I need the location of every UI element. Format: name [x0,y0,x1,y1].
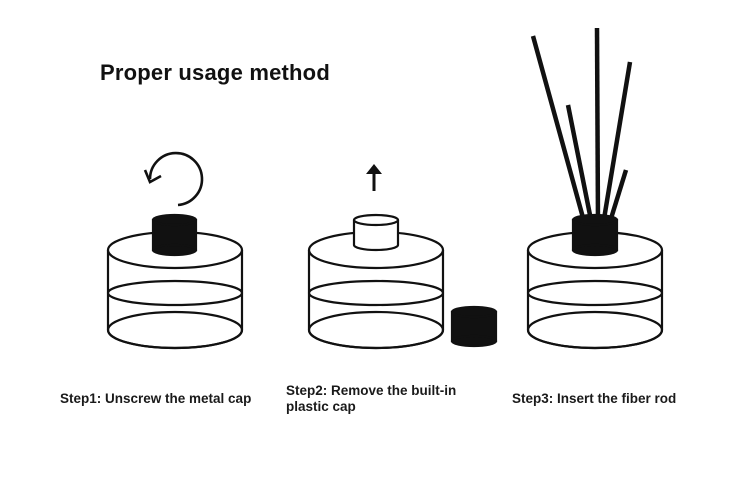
removed-metal-cap [450,305,498,348]
plastic-cap [352,213,400,252]
page-title: Proper usage method [100,60,330,85]
reed-cap [571,213,619,257]
metal-cap [151,213,198,257]
step2-caption: Step2: Remove the built-in plastic cap [286,383,457,414]
bottle-step3 [526,27,664,350]
step3-caption: Step3: Insert the fiber rod [512,391,677,406]
bottle-step1 [106,151,244,350]
bottle-step2 [307,164,498,350]
step1-caption: Step1: Unscrew the metal cap [60,391,252,406]
up-arrow-icon [366,164,382,191]
rotate-arrow-icon [143,151,204,207]
fiber-reeds-icon [530,27,633,226]
